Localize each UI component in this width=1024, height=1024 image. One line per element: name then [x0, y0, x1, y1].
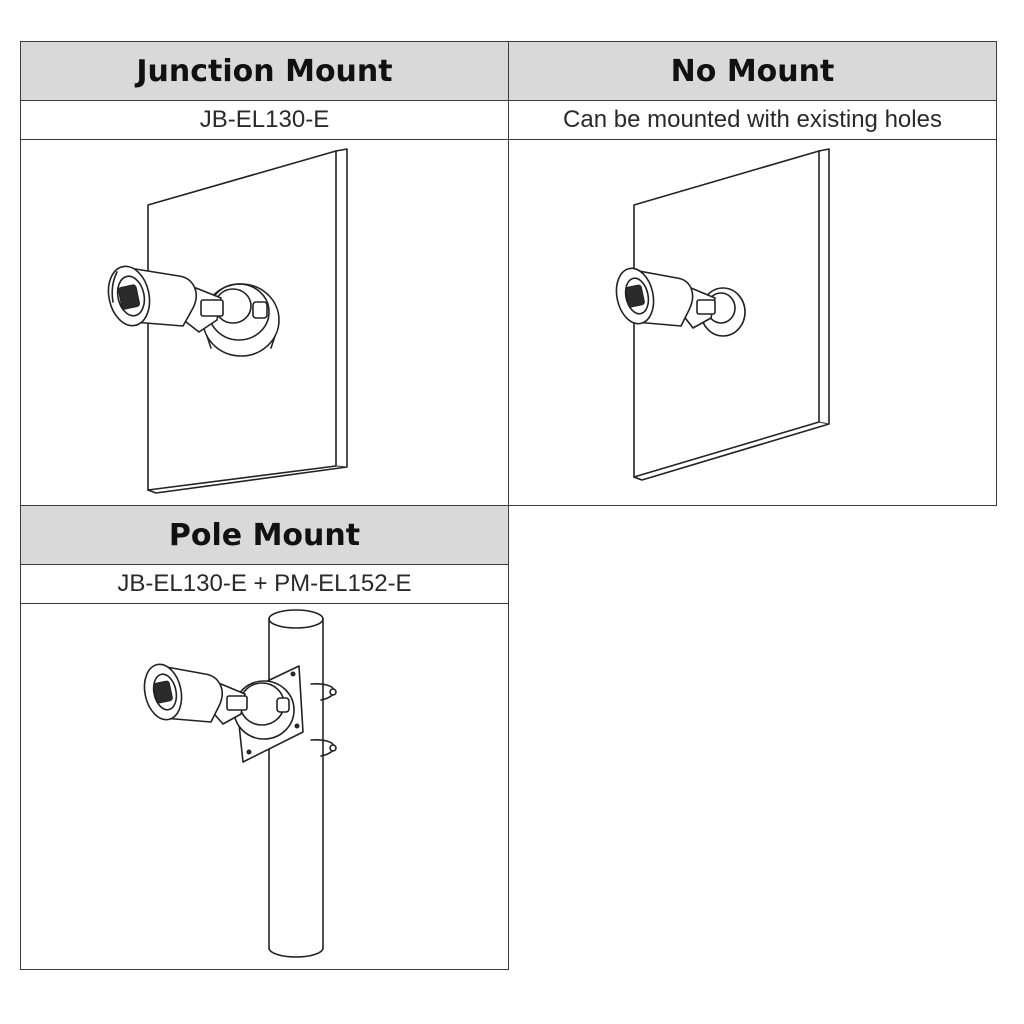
- pole-mount-model: JB-EL130-E + PM-EL152-E: [117, 570, 412, 597]
- bullet-camera: [103, 262, 196, 329]
- no-mount-model: Can be mounted with existing holes: [563, 106, 942, 133]
- bullet-camera: [140, 661, 223, 723]
- junction-mount-model-row: JB-EL130-E: [20, 100, 509, 140]
- pole-mount-header: Pole Mount: [20, 505, 509, 565]
- pole-mount-title: Pole Mount: [168, 517, 361, 553]
- junction-mount-model: JB-EL130-E: [199, 106, 330, 133]
- pole: [269, 610, 323, 957]
- junction-mount-header: Junction Mount: [20, 41, 509, 101]
- no-mount-illustration: [508, 139, 997, 506]
- no-mount-header: No Mount: [508, 41, 997, 101]
- pole-mount-model-row: JB-EL130-E + PM-EL152-E: [20, 564, 509, 604]
- no-mount-title: No Mount: [670, 53, 835, 89]
- pole-clamps: [311, 684, 336, 756]
- junction-mount-title: Junction Mount: [136, 53, 393, 89]
- junction-mount-illustration: [20, 139, 509, 506]
- pole-mount-illustration: [20, 603, 509, 970]
- junction-box: [234, 681, 294, 739]
- bullet-camera: [612, 265, 693, 327]
- no-mount-model-row: Can be mounted with existing holes: [508, 100, 997, 140]
